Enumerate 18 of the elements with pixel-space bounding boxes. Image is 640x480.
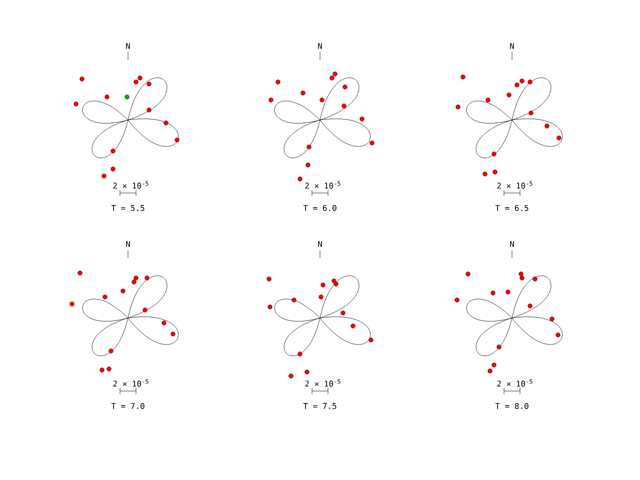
scale-label: 2 × 10$^{-5}$	[497, 181, 532, 189]
scale-label: 2 × 10$^{-5}$	[305, 379, 340, 387]
time-label: T = 7.5	[303, 403, 336, 409]
time-label: T = 5.5	[111, 205, 144, 211]
scale-label: 2 × 10$^{-5}$	[497, 379, 532, 387]
time-label: T = 6.5	[495, 204, 528, 212]
north-label: N	[510, 241, 514, 247]
time-label: T = 6.0	[303, 204, 336, 212]
scale-label: 2 × 10$^{-5}$	[113, 181, 148, 189]
north-label: N	[126, 241, 130, 247]
scale-label: 2 × 10$^{-5}$	[113, 379, 148, 387]
scale-label: 2 × 10$^{-5}$	[305, 181, 340, 189]
time-label: T = 7.0	[111, 402, 144, 410]
north-label: N	[318, 43, 322, 49]
time-label: T = 8.0	[495, 402, 528, 410]
north-label: N	[318, 241, 322, 247]
north-label: N	[126, 43, 130, 49]
north-label: N	[510, 43, 514, 49]
